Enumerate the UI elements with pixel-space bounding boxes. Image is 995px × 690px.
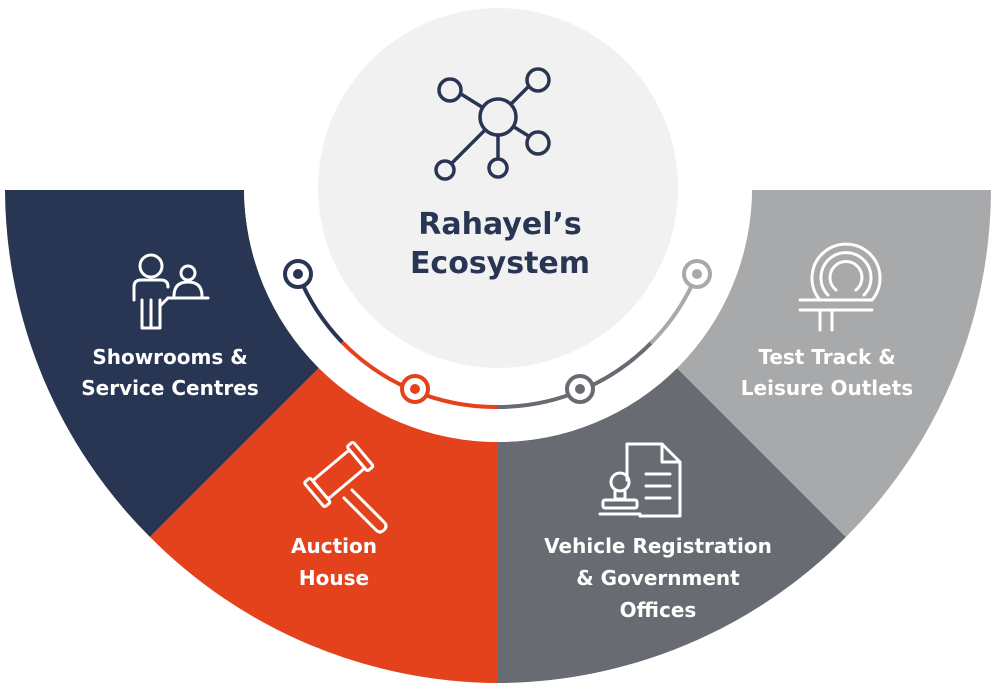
segment-testtrack-line1: Test Track & [758, 345, 895, 369]
segment-showrooms-line2: Service Centres [81, 376, 258, 400]
center-title-line1: Rahayel’s [418, 207, 581, 242]
segment-auction-line1: Auction [291, 534, 377, 558]
connector-node-light [682, 259, 712, 289]
segment-registration-line1: Vehicle Registration [544, 534, 772, 558]
center-circle [318, 8, 678, 368]
segment-auction [150, 368, 498, 683]
person-service-icon [132, 253, 210, 330]
connector-node-orange [400, 374, 430, 404]
segment-registration-line2: & Government [576, 566, 740, 590]
segment-auction-line2: House [299, 566, 369, 590]
connector-node-gray [565, 374, 595, 404]
network-hub-icon [434, 67, 551, 181]
segment-showrooms [5, 190, 319, 537]
document-stamp-icon [598, 442, 682, 518]
segment-testtrack [677, 190, 991, 537]
track-icon [798, 242, 882, 332]
gavel-icon [303, 440, 388, 534]
segment-testtrack-line2: Leisure Outlets [741, 376, 913, 400]
connector-node-navy [283, 259, 313, 289]
segment-registration [498, 368, 846, 683]
center-title-line2: Ecosystem [410, 246, 590, 281]
segment-showrooms-line1: Showrooms & [92, 345, 247, 369]
segment-registration-line3: Offices [620, 598, 697, 622]
